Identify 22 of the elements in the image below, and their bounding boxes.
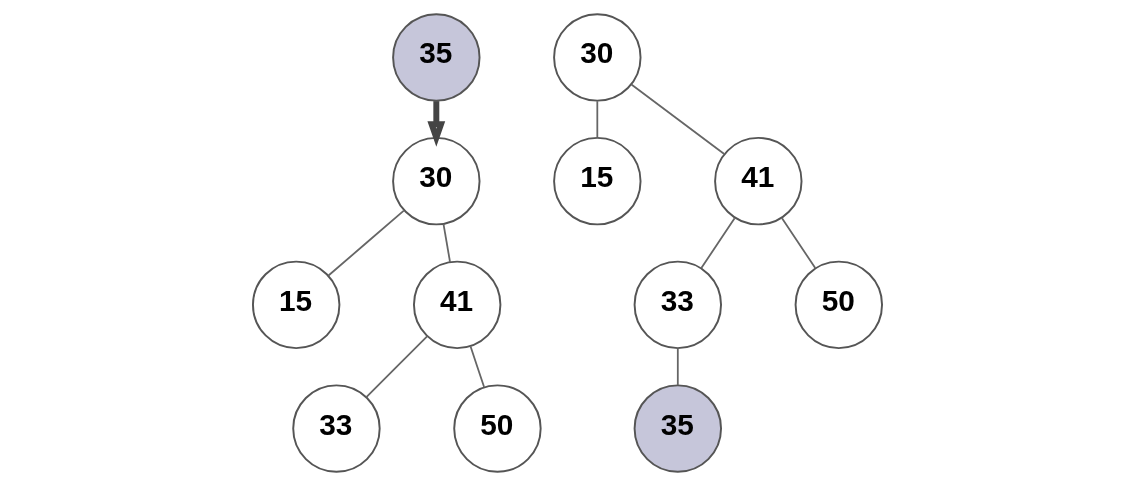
node-circle: 30 [392,136,481,226]
node-circle: 41 [413,260,502,350]
connector [442,223,451,264]
connector [676,347,679,386]
arrow [427,101,446,147]
node-circle: 35 [392,13,481,102]
connector [630,83,726,155]
connector [365,335,429,399]
connector [469,345,485,388]
connector [700,217,736,269]
node-circle: 35 [633,384,722,473]
node-circle: 33 [292,384,381,473]
connector [327,209,405,277]
node-circle: 50 [453,384,542,473]
node-circle: 30 [553,13,642,102]
connector [781,217,817,269]
connector [596,100,599,139]
node-circle: 50 [794,260,883,350]
node-circle: 15 [252,260,341,350]
node-circle: 41 [714,136,803,226]
node-circle: 33 [633,260,722,350]
node-circle: 15 [553,136,642,226]
